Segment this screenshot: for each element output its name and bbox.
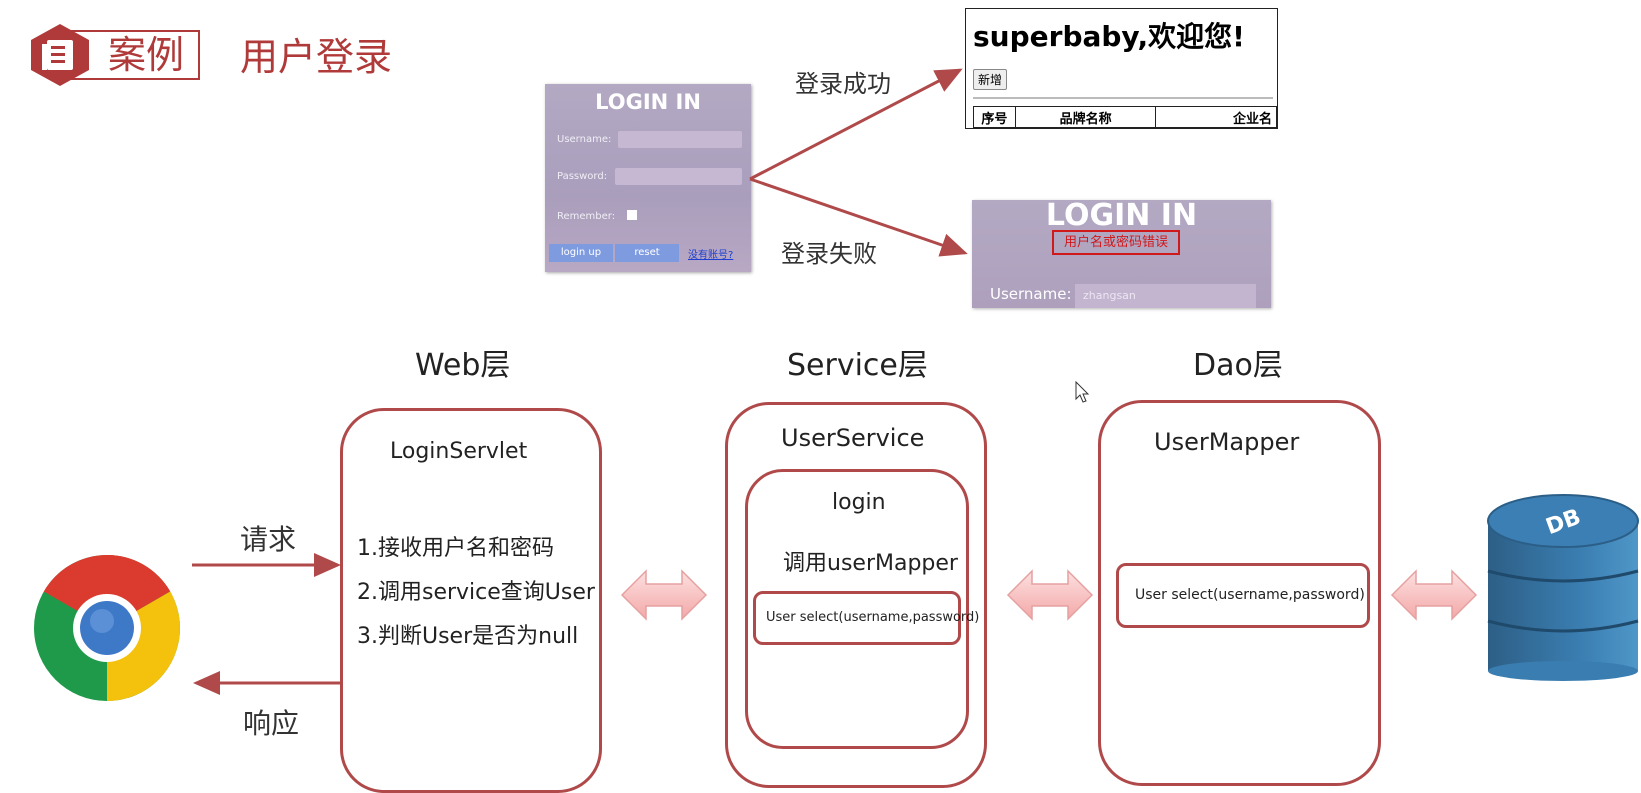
success-page-screenshot: superbaby,欢迎您! 新增 序号 品牌名称 企业名: [965, 8, 1278, 129]
username-field[interactable]: [618, 131, 742, 148]
dao-select-box: [1116, 563, 1370, 628]
web-layer-heading: Web层: [415, 348, 511, 383]
chrome-icon: [34, 555, 180, 701]
login-form-screenshot: LOGIN IN Username: Password: Remember: l…: [545, 84, 751, 272]
service-dao-double-arrow: [1006, 569, 1094, 621]
username-label: Username:: [557, 134, 612, 145]
user-service-label: UserService: [781, 424, 925, 452]
web-service-double-arrow: [620, 569, 708, 621]
service-layer-heading: Service层: [787, 348, 928, 383]
table-header-cell: 品牌名称: [1014, 106, 1157, 128]
fail-page-screenshot: LOGIN IN 用户名或密码错误 Username: zhangsan: [972, 200, 1271, 308]
fail-label: 登录失败: [781, 240, 877, 268]
web-step-2: 2.调用service查询User: [357, 580, 595, 605]
divider: [973, 97, 1273, 99]
request-label: 请求: [240, 523, 297, 556]
table-header-cell: 企业名: [1155, 106, 1277, 128]
login-method-label: login: [832, 490, 886, 515]
success-arrow: [749, 68, 963, 181]
fail-form-title: LOGIN IN: [1045, 200, 1198, 233]
add-button[interactable]: 新增: [973, 69, 1008, 90]
table-header-cell: 序号: [973, 106, 1016, 128]
fail-username-label: Username:: [990, 285, 1072, 303]
remember-label: Remember:: [557, 211, 616, 222]
reset-button[interactable]: reset: [615, 244, 679, 262]
web-layer-box: [340, 408, 602, 793]
remember-checkbox[interactable]: [627, 210, 637, 220]
register-link[interactable]: 没有账号?: [688, 250, 734, 261]
brand-table: 序号 品牌名称 企业名: [973, 106, 1277, 128]
fail-arrow: [749, 177, 968, 257]
welcome-text: superbaby,欢迎您!: [973, 20, 1245, 53]
title-badge-frame: [68, 30, 200, 80]
login-form-title: LOGIN IN: [595, 90, 701, 114]
fail-username-field[interactable]: zhangsan: [1075, 284, 1256, 308]
web-step-3: 3.判断User是否为null: [357, 624, 579, 649]
dao-db-double-arrow: [1390, 569, 1478, 621]
password-field[interactable]: [615, 168, 742, 185]
cursor-icon: [1075, 381, 1090, 403]
login-servlet-label: LoginServlet: [390, 439, 528, 464]
dao-select-signature: User select(username,password): [1135, 587, 1365, 603]
web-step-1: 1.接收用户名和密码: [357, 536, 554, 561]
password-label: Password:: [557, 171, 608, 182]
call-mapper-label: 调用userMapper: [783, 551, 958, 576]
case-badge-label: 案例: [108, 33, 185, 77]
user-mapper-label: UserMapper: [1154, 428, 1300, 456]
login-button[interactable]: login up: [549, 244, 613, 262]
dao-layer-heading: Dao层: [1193, 348, 1283, 383]
service-select-box: [753, 591, 961, 645]
service-select-signature: User select(username,password): [766, 610, 980, 625]
success-label: 登录成功: [795, 70, 891, 98]
error-message: 用户名或密码错误: [1052, 230, 1180, 255]
page-title: 用户登录: [240, 35, 393, 79]
document-icon: [31, 24, 89, 86]
database-icon: DB: [1487, 494, 1639, 681]
response-label: 响应: [243, 707, 300, 740]
